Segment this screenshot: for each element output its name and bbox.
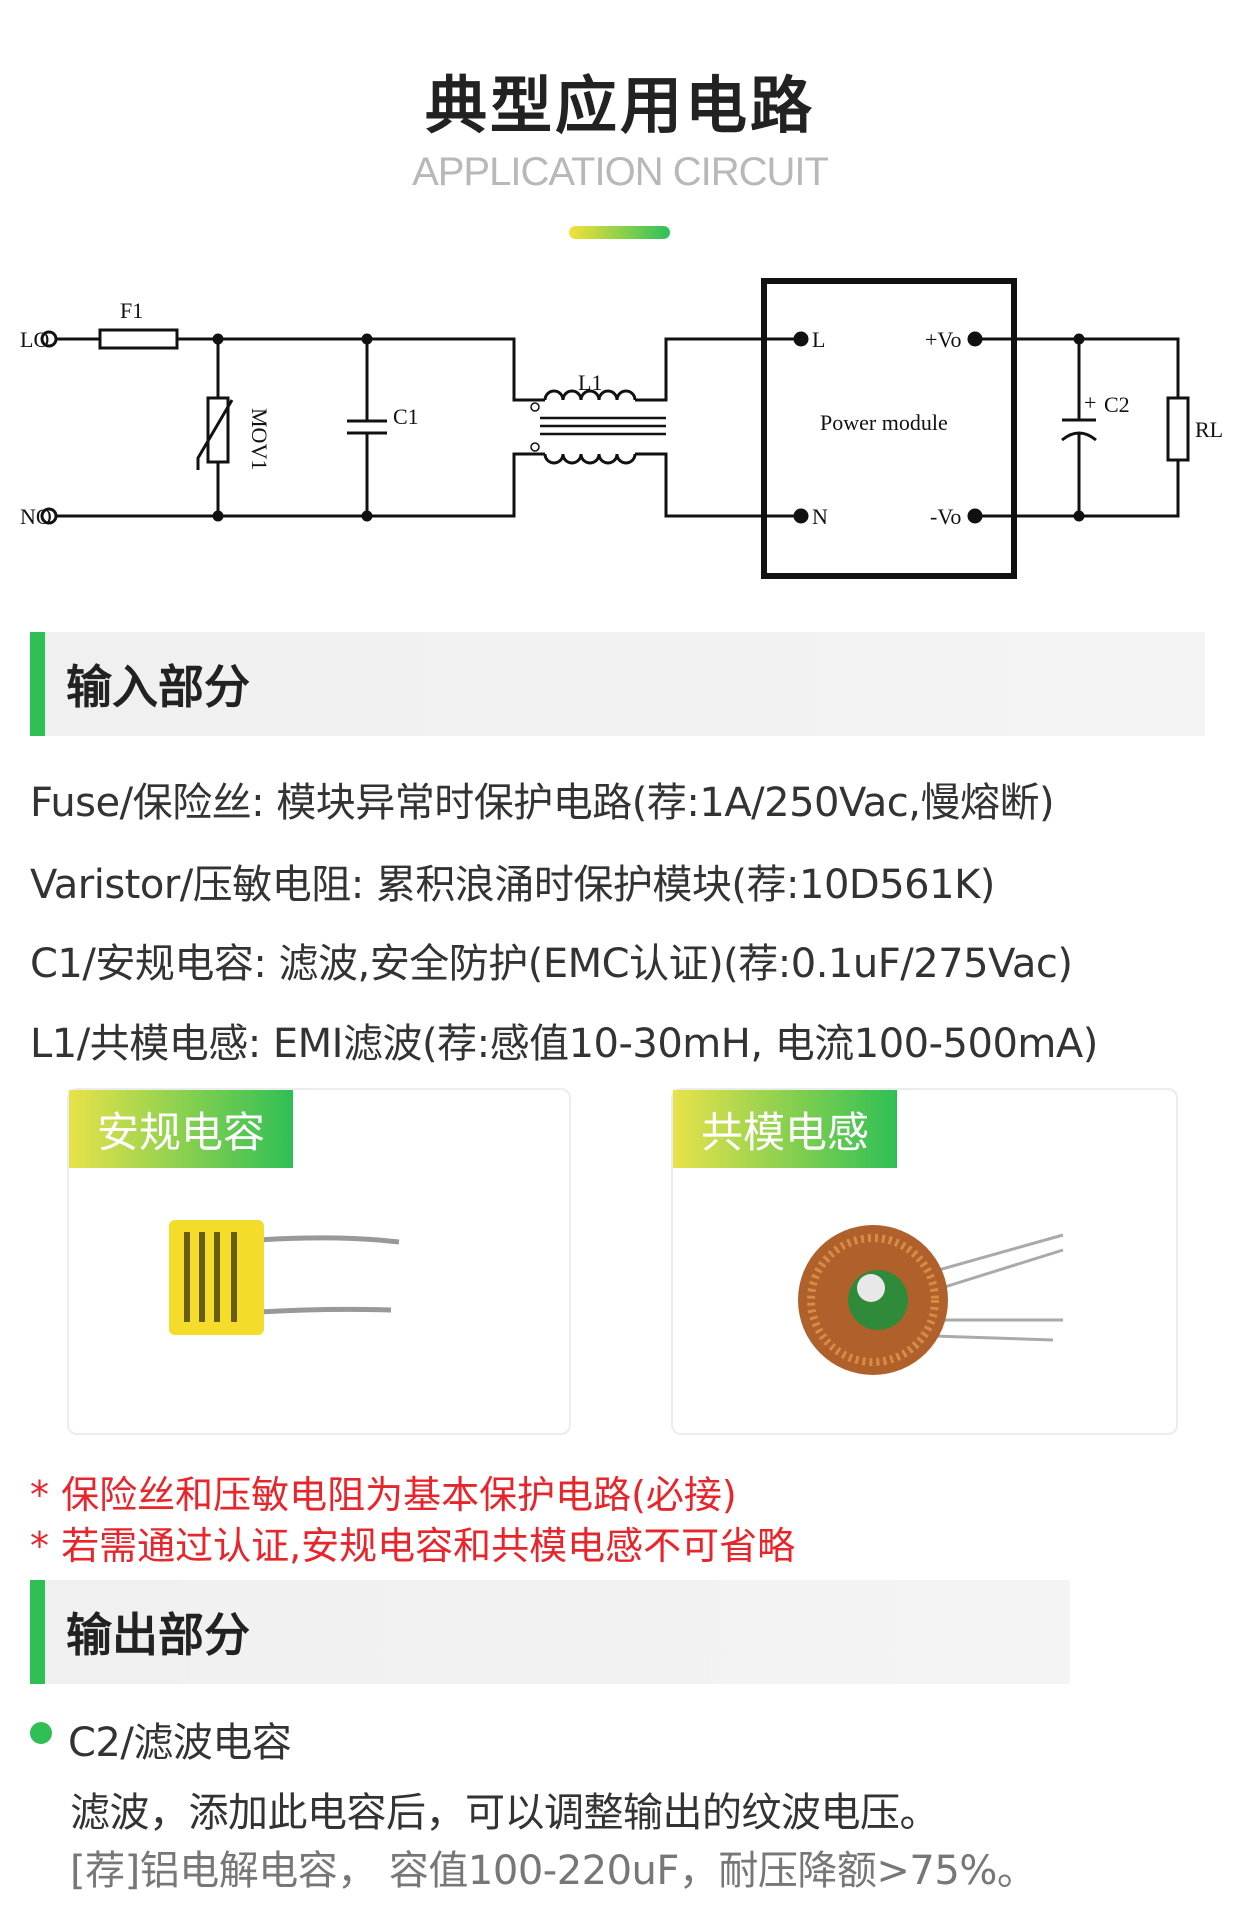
label-pin-vo-minus: -Vo: [930, 504, 961, 529]
spec-l1: L1/共模电感: EMI滤波(荐:感值10-30mH, 电流100-500mA): [30, 1021, 1098, 1067]
section-accent-bar: [30, 1580, 45, 1684]
title-accent-bar: [569, 226, 670, 239]
label-power-module: Power module: [820, 410, 948, 435]
capacitor-c1: C1: [347, 333, 419, 522]
label-pin-l: L: [812, 327, 825, 352]
label-c2-plus: +: [1084, 390, 1096, 415]
input-section-title: 输入部分: [66, 660, 250, 714]
page-subtitle: APPLICATION CIRCUIT: [412, 150, 829, 194]
common-mode-choke-image: [798, 1225, 1064, 1375]
varistor-mov1: MOV1: [196, 333, 272, 522]
label-pin-n: N: [812, 504, 828, 529]
spec-varistor: Varistor/压敏电阻: 累积浪涌时保护模块(荐:10D561K): [30, 862, 995, 908]
label-f1: F1: [120, 298, 143, 323]
capacitor-c2: + C2: [1061, 333, 1130, 522]
label-lo: LO: [20, 327, 49, 352]
output-section-header: 输出部分: [30, 1580, 1070, 1684]
fuse-f1: F1: [98, 298, 179, 350]
c2-title: C2/滤波电容: [68, 1720, 292, 1766]
note-required-protection: * 保险丝和压敏电阻为基本保护电路(必接): [30, 1473, 737, 1517]
power-module: L N +Vo -Vo Power module: [666, 278, 1017, 579]
section-accent-bar: [30, 632, 45, 736]
safety-capacitor-card: 安规电容: [67, 1088, 571, 1435]
common-mode-choke-l1: L1: [528, 337, 801, 518]
application-circuit-diagram: LO NO F1 MOV1 C1 L1 L N +Vo -Vo Power mo…: [20, 278, 1223, 579]
label-no: NO: [20, 504, 52, 529]
input-terminals: LO NO: [20, 327, 58, 529]
page-title: 典型应用电路: [424, 69, 815, 142]
label-pin-vo-plus: +Vo: [925, 327, 961, 352]
spec-c1: C1/安规电容: 滤波,安全防护(EMC认证)(荐:0.1uF/275Vac): [30, 941, 1073, 987]
safety-capacitor-tag: 安规电容: [69, 1090, 294, 1168]
load-resistor-rl: RL: [1166, 396, 1223, 462]
label-l1: L1: [578, 370, 602, 395]
bullet-dot: [30, 1722, 52, 1744]
input-section-header: 输入部分: [30, 632, 1205, 736]
common-mode-choke-tag: 共模电感: [673, 1090, 898, 1168]
label-mov1: MOV1: [247, 408, 272, 470]
note-certification: * 若需通过认证,安规电容和共模电感不可省略: [30, 1524, 796, 1568]
label-c2: C2: [1104, 392, 1130, 417]
c2-recommendation: [荐]铝电解电容， 容值100-220uF，耐压降额>75%。: [70, 1848, 1037, 1894]
safety-capacitor-image: [169, 1220, 400, 1335]
spec-fuse: Fuse/保险丝: 模块异常时保护电路(荐:1A/250Vac,慢熔断): [30, 780, 1055, 826]
common-mode-choke-card: 共模电感: [671, 1088, 1178, 1435]
output-section-title: 输出部分: [66, 1608, 250, 1662]
label-c1: C1: [393, 404, 419, 429]
c2-description: 滤波，添加此电容后，可以调整输出的纹波电压。: [70, 1790, 940, 1836]
label-rl: RL: [1195, 417, 1223, 442]
